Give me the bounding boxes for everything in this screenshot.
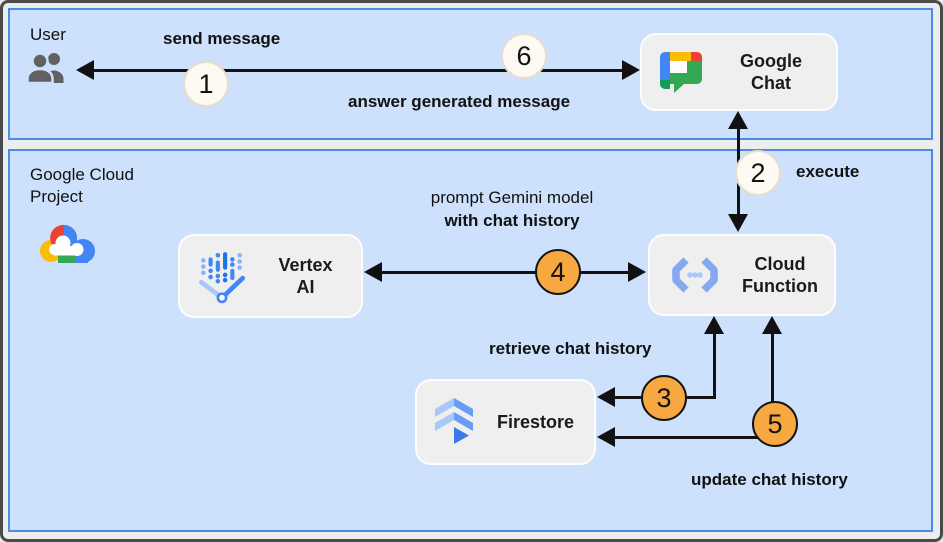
google-cloud-project-lane <box>8 149 933 532</box>
step-1-number: 1 <box>198 68 214 99</box>
google-chat-label-line1: Google <box>740 51 802 71</box>
google-chat-icon <box>656 46 706 98</box>
step-4-number: 4 <box>550 256 566 287</box>
step-circle-1: 1 <box>183 61 229 107</box>
vertex-ai-icon <box>194 248 250 304</box>
send-message-label: send message <box>163 29 281 48</box>
gcp-lane-label: Google Cloud Project <box>30 165 134 206</box>
cloud-function-label-line1: Cloud <box>754 254 806 274</box>
step-circle-3: 3 <box>641 375 687 421</box>
vertex-ai-node-label: Vertex AI <box>260 254 351 298</box>
step-6-number: 6 <box>516 40 532 71</box>
prompt-gemini-label: prompt Gemini model with chat history <box>407 186 617 232</box>
cloud-function-node-label: Cloud Function <box>736 253 824 297</box>
cloud-function-node: Cloud Function <box>648 234 836 316</box>
google-chat-node-label: Google Chat <box>716 50 826 94</box>
prompt-gemini-line2: with chat history <box>444 211 580 230</box>
firestore-label-line1: Firestore <box>496 412 575 432</box>
prompt-gemini-line1: prompt Gemini model <box>430 188 594 207</box>
google-cloud-icon <box>36 220 100 270</box>
firestore-node: Firestore <box>415 379 596 465</box>
retrieve-chat-history-label: retrieve chat history <box>489 339 652 358</box>
user-lane-label: User <box>30 25 66 44</box>
firestore-icon <box>431 396 477 448</box>
step-2-number: 2 <box>750 157 766 188</box>
answer-generated-message-label: answer generated message <box>348 92 571 111</box>
google-chat-label-line2: Chat <box>751 73 791 93</box>
users-icon <box>26 50 70 86</box>
step-3-number: 3 <box>656 382 672 413</box>
vertex-ai-label-line2: AI <box>296 277 315 297</box>
cloud-function-icon <box>664 252 726 298</box>
step-circle-6: 6 <box>501 33 547 79</box>
vertex-ai-node: Vertex AI <box>178 234 363 318</box>
step-5-number: 5 <box>767 408 783 439</box>
google-chat-node: Google Chat <box>640 33 838 111</box>
step-circle-4: 4 <box>535 249 581 295</box>
step-circle-5: 5 <box>752 401 798 447</box>
update-chat-history-label: update chat history <box>691 470 848 489</box>
cloud-function-label-line2: Function <box>742 276 818 296</box>
execute-label: execute <box>796 162 860 181</box>
vertex-ai-label-line1: Vertex <box>278 255 333 275</box>
firestore-node-label: Firestore <box>487 411 584 433</box>
step-circle-2: 2 <box>735 150 781 196</box>
